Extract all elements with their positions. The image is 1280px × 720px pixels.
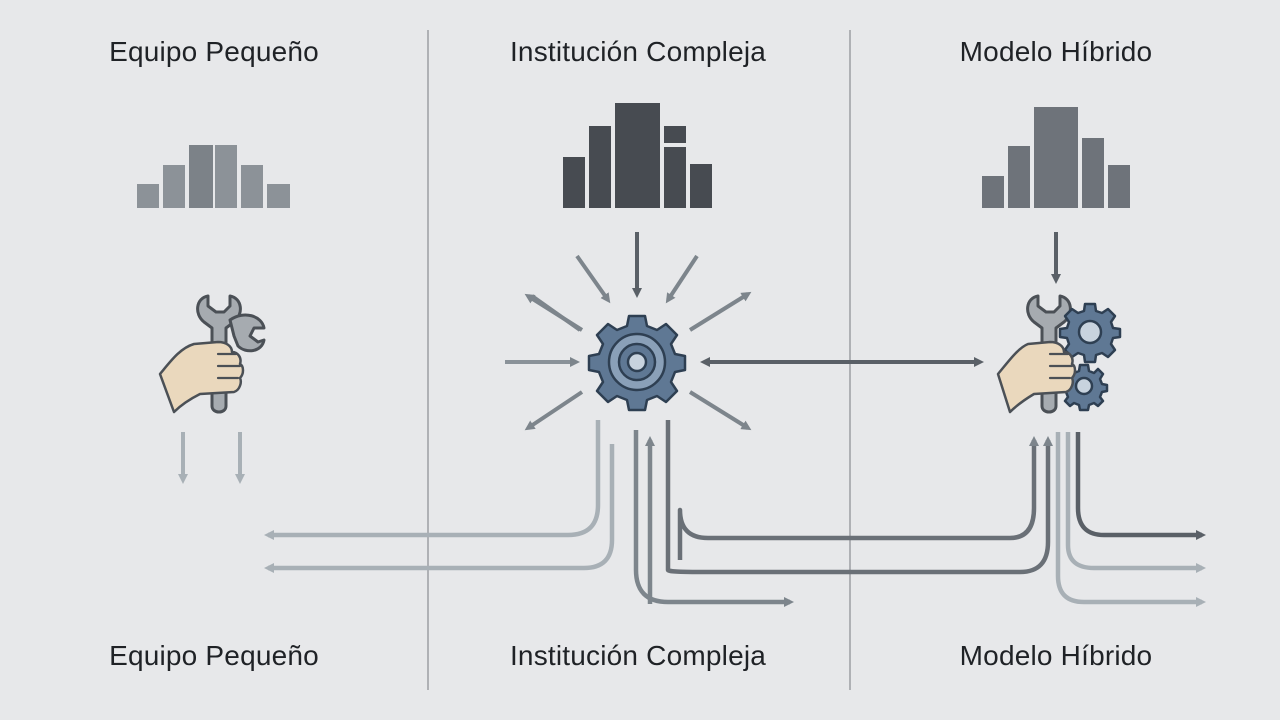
- bars-small-team: [137, 145, 290, 208]
- flow-arrows-right: [1055, 432, 1206, 607]
- flow-arrows-center-hybrid: [665, 420, 1053, 575]
- bars-hybrid-model: [982, 107, 1130, 208]
- small-team-down-arrows: [178, 432, 245, 484]
- title-hybrid-model-top: Modelo Híbrido: [959, 36, 1153, 67]
- hand-wrench-gears-icon: [996, 294, 1122, 414]
- bars-complex-institution: [563, 103, 712, 208]
- flow-arrows-left: [264, 420, 615, 573]
- title-hybrid-model-bottom: Modelo Híbrido: [959, 640, 1153, 671]
- gear-icon: [587, 314, 687, 412]
- flow-arrows-center: [633, 430, 794, 607]
- title-small-team-bottom: Equipo Pequeño: [109, 640, 319, 671]
- title-complex-institution-bottom: Institución Compleja: [509, 640, 767, 671]
- title-complex-institution-top: Institución Compleja: [509, 36, 767, 67]
- title-small-team-top: Equipo Pequeño: [109, 36, 319, 67]
- hand-wrench-icon: [158, 294, 266, 414]
- complex-radial-arrows: [505, 232, 752, 431]
